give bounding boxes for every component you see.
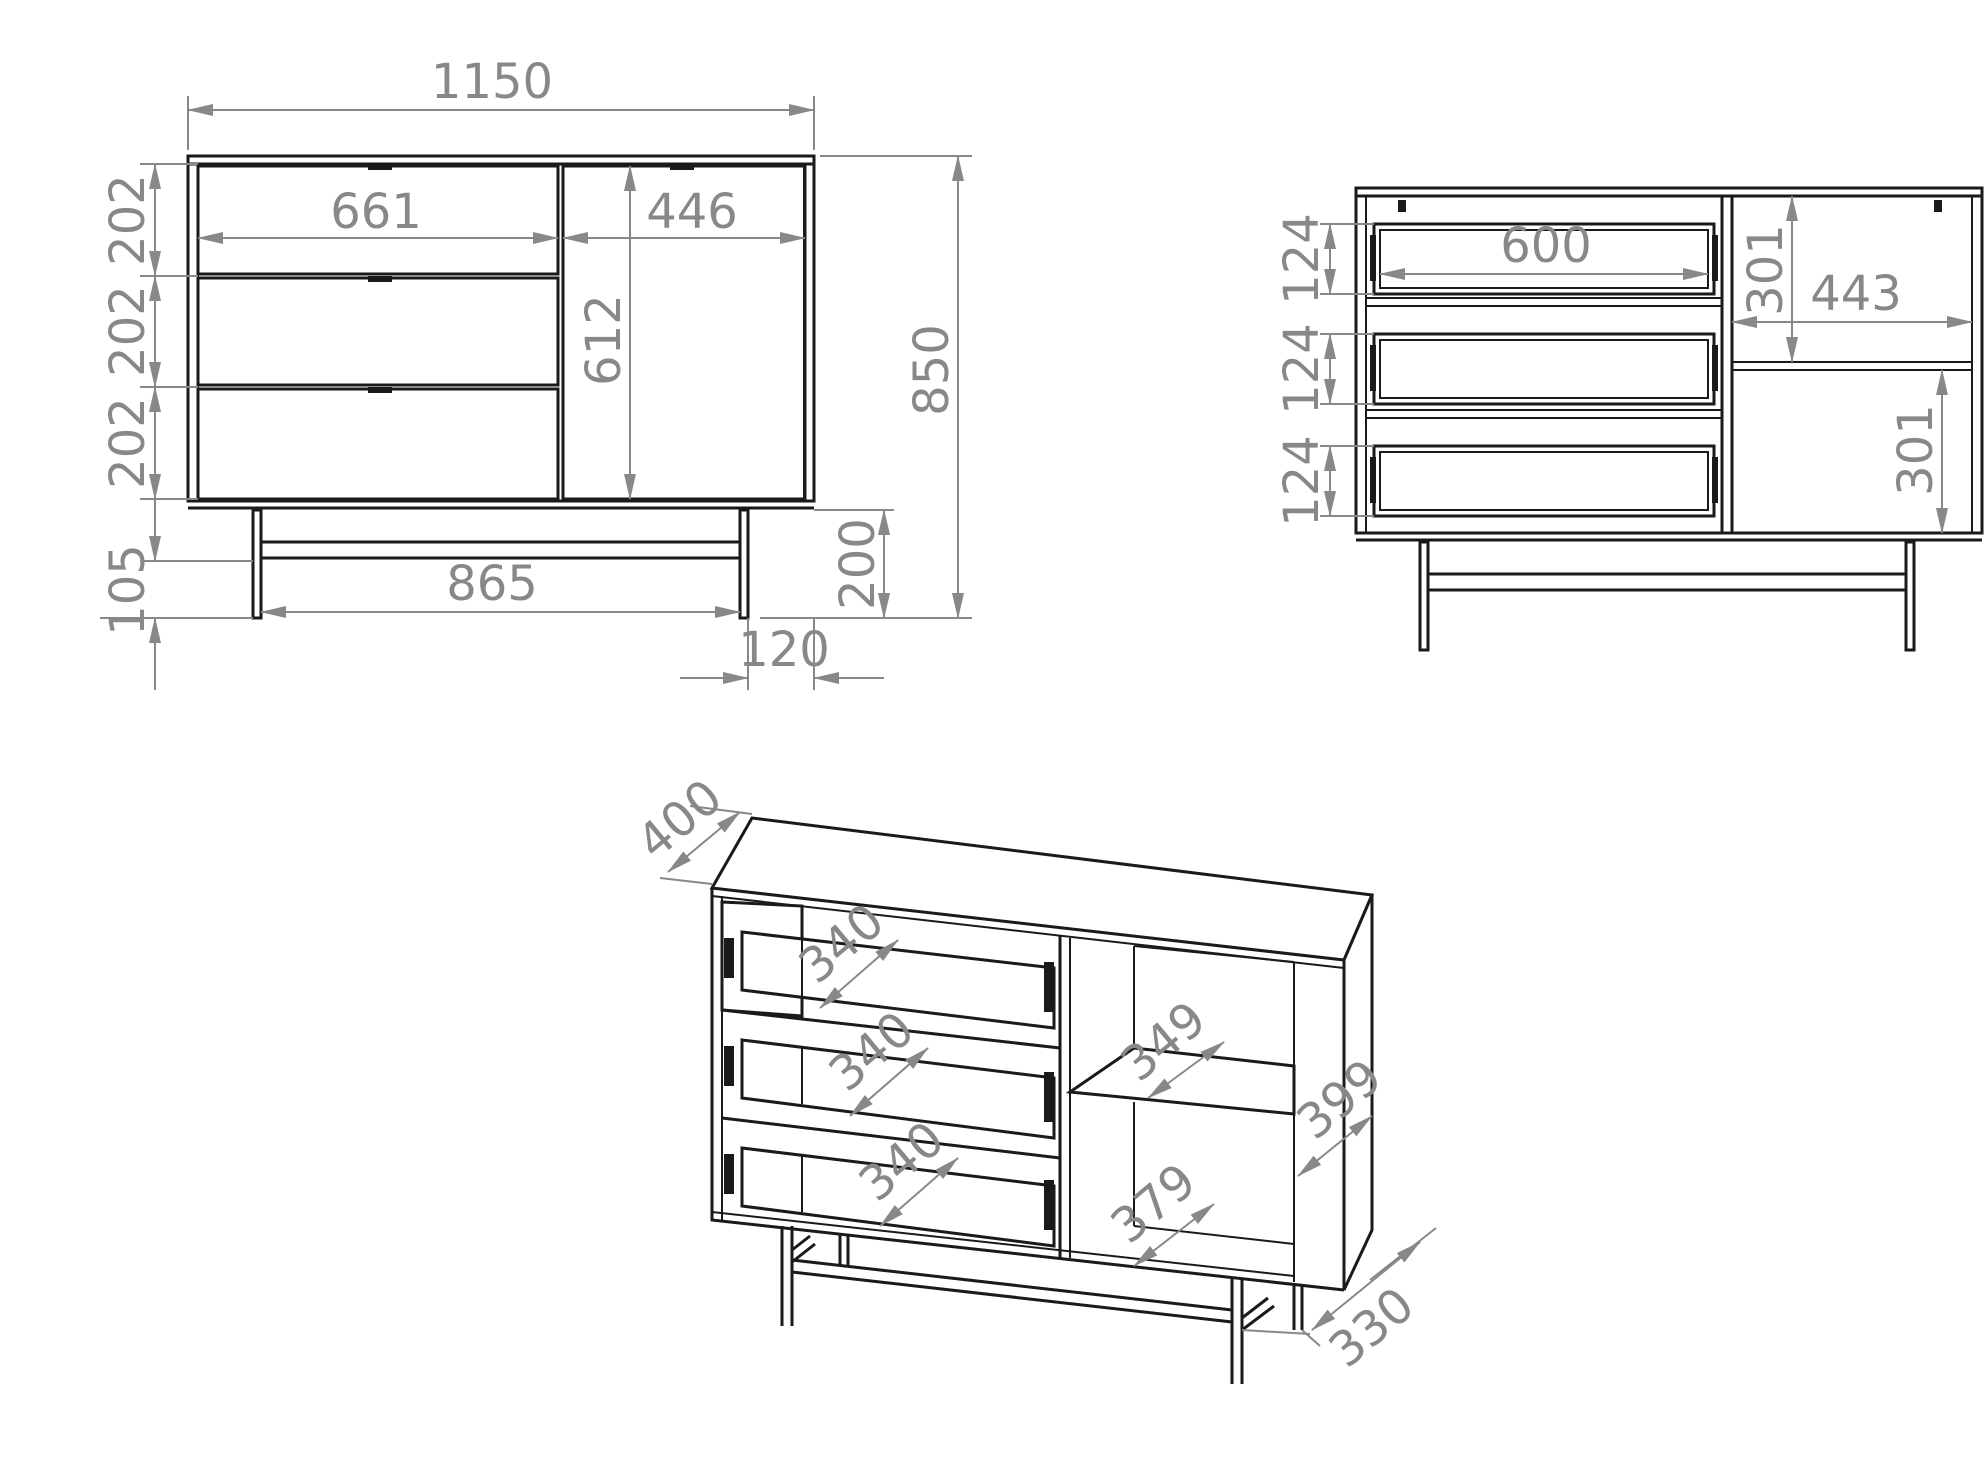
dim-leg-span-865: 865: [446, 556, 538, 612]
hinge-icon: [1934, 200, 1942, 212]
drawer-slide-icon: [1370, 235, 1376, 281]
dim-lower-shelf-379: 379: [1101, 1153, 1207, 1255]
open-front-view: [1354, 186, 1984, 652]
open-front-dimensions: 600 124 124 124 301 443 301: [1274, 195, 1973, 534]
dim-leg-offset-120: 120: [738, 622, 830, 678]
dim-drawer-2-height-202: 202: [100, 285, 156, 377]
hinge-icon: [1398, 200, 1406, 212]
front-drawer-3: [196, 387, 560, 501]
dim-total-height-850: 850: [904, 324, 960, 416]
front-view-dimensions: 1150 661 446 612 850 202 202 202 105 8: [100, 54, 972, 690]
open-drawer-3: [1372, 444, 1716, 518]
front-leg-left: [251, 508, 263, 620]
door-handle-icon: [670, 164, 694, 170]
front-leg-right: [738, 508, 750, 620]
dim-lower-compartment-301: 301: [1888, 404, 1944, 496]
front-drawer-2: [196, 276, 560, 387]
drawer-1-handle-icon: [368, 164, 392, 170]
dim-open-drawer-3-124: 124: [1274, 435, 1330, 527]
dim-open-drawer-1-124: 124: [1274, 213, 1330, 305]
drawer-slide-icon: [1370, 345, 1376, 391]
dim-door-width-446: 446: [646, 184, 738, 240]
open-leg-right: [1904, 540, 1916, 652]
drawer-slide-icon: [724, 1154, 734, 1194]
open-carcass-inner: [1365, 195, 1973, 534]
drawer-slide-icon: [724, 938, 734, 978]
isometric-view: [709, 816, 1375, 1384]
dim-compartment-width-443: 443: [1810, 266, 1902, 322]
iso-right-side: [1342, 894, 1374, 1291]
dim-open-drawer-2-124: 124: [1274, 323, 1330, 415]
dim-leg-height-105: 105: [100, 544, 156, 636]
dim-depth-400: 400: [627, 769, 733, 871]
dim-stretcher-200: 200: [830, 518, 886, 610]
drawer-slide-icon: [724, 1046, 734, 1086]
open-drawer-2: [1372, 332, 1716, 406]
dim-side-depth-399: 399: [1287, 1049, 1393, 1151]
dim-door-height-612: 612: [576, 294, 632, 386]
open-leg-left: [1418, 540, 1430, 652]
drawer-2-handle-icon: [368, 276, 392, 282]
drawer-slide-icon: [1712, 345, 1718, 391]
drawer-slide-icon: [1044, 1180, 1054, 1230]
dim-upper-compartment-301: 301: [1738, 224, 1794, 316]
front-view: [186, 154, 816, 620]
dim-drawer-3-height-202: 202: [100, 397, 156, 489]
dim-width-1150: 1150: [431, 54, 553, 110]
dim-drawer-width-661: 661: [330, 184, 422, 240]
dim-leg-depth-330: 330: [1319, 1277, 1425, 1379]
drawer-slide-icon: [1044, 1072, 1054, 1122]
dim-drawer-1-height-202: 202: [100, 174, 156, 266]
drawer-slide-icon: [1044, 962, 1054, 1012]
drawer-slide-icon: [1370, 457, 1376, 503]
dim-drawer-inner-600: 600: [1500, 218, 1592, 274]
drawer-3-handle-icon: [368, 387, 392, 393]
drawer-slide-icon: [1712, 457, 1718, 503]
drawer-slide-icon: [1712, 235, 1718, 281]
